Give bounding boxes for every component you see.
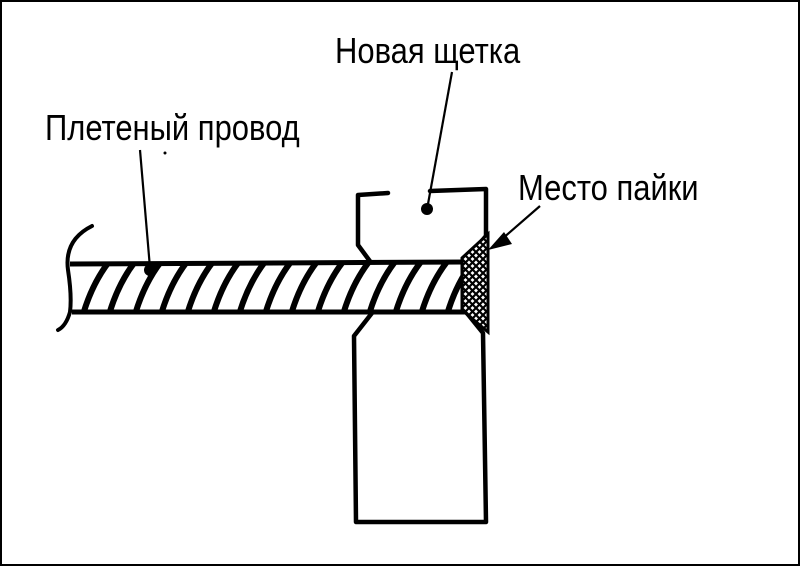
leader-solder-point: [501, 205, 541, 240]
dot-new-brush: [421, 203, 433, 215]
arrow-solder-point: [488, 232, 512, 250]
leader-braided-wire: [138, 149, 152, 269]
new-brush-body: [351, 186, 489, 525]
leader-new-brush: [426, 71, 454, 205]
dot-braided-wire: [144, 264, 156, 276]
solder-joint: [460, 230, 490, 336]
label-solder-point: Место пайки: [518, 167, 699, 208]
label-braided-wire: Плетеный провод: [45, 107, 300, 148]
braided-wire: [56, 224, 467, 332]
label-new-brush: Новая щетка: [335, 30, 521, 71]
